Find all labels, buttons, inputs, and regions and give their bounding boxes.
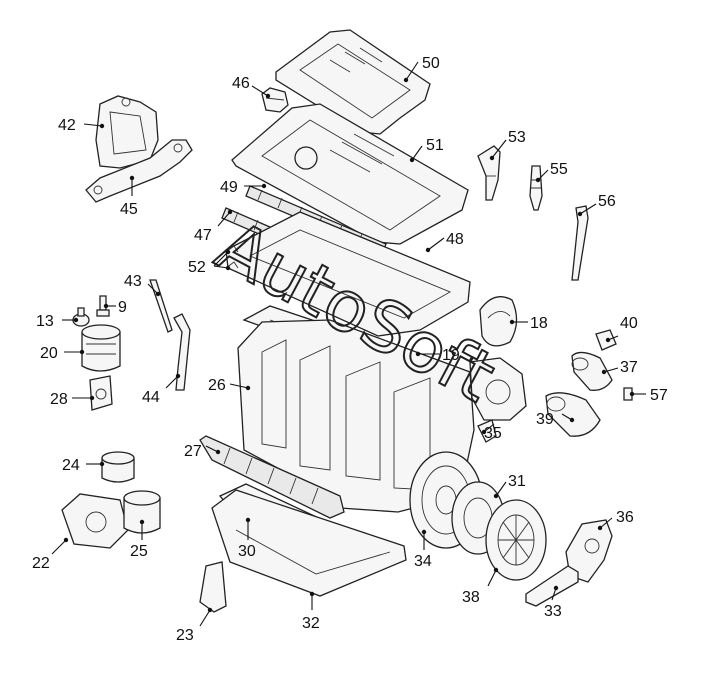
callout-27: 27 — [184, 443, 202, 460]
callout-47: 47 — [194, 227, 212, 244]
oil-sump — [211, 489, 407, 597]
callout-53: 53 — [508, 129, 526, 146]
callout-32: 32 — [302, 615, 320, 632]
cylinder-head — [225, 211, 471, 337]
bolt — [623, 387, 633, 401]
callout-35: 35 — [484, 425, 502, 442]
callout-23: 23 — [176, 627, 194, 644]
callout-38: 38 — [462, 589, 480, 606]
callout-18: 18 — [530, 315, 548, 332]
sump-bracket — [199, 561, 227, 613]
coolant-pipe — [173, 313, 191, 391]
oil-pump — [61, 493, 129, 549]
callout-42: 42 — [58, 117, 76, 134]
callout-43: 43 — [124, 273, 142, 290]
sensor-plug — [72, 307, 90, 327]
filter-gasket — [89, 375, 113, 411]
starter-solenoid — [571, 351, 613, 391]
spark-plug — [529, 165, 543, 211]
callout-13: 13 — [36, 313, 54, 330]
callout-22: 22 — [32, 555, 50, 572]
callout-51: 51 — [426, 137, 444, 154]
callout-45: 45 — [120, 201, 138, 218]
callout-56: 56 — [598, 193, 616, 210]
oil-filter-housing — [81, 324, 121, 372]
callout-57: 57 — [650, 387, 668, 404]
callout-34: 34 — [414, 553, 432, 570]
callout-19: 19 — [442, 347, 460, 364]
callout-39: 39 — [536, 411, 554, 428]
callout-numbers: 50 46 42 51 53 55 45 49 56 47 48 52 43 9… — [32, 55, 668, 644]
callout-leaders — [51, 61, 646, 627]
callout-48: 48 — [446, 231, 464, 248]
callout-20: 20 — [40, 345, 58, 362]
crankshaft — [199, 435, 345, 519]
callout-9: 9 — [118, 299, 127, 316]
starter-motor — [545, 392, 601, 437]
timing-cover — [479, 296, 518, 347]
part-drawings — [61, 29, 633, 613]
callout-24: 24 — [62, 457, 80, 474]
callout-49: 49 — [220, 179, 238, 196]
oil-pump-drive — [123, 490, 161, 534]
callout-25: 25 — [130, 543, 148, 560]
oil-filter-cartridge — [101, 451, 135, 483]
callout-44: 44 — [142, 389, 160, 406]
callout-26: 26 — [208, 377, 226, 394]
callout-50: 50 — [422, 55, 440, 72]
callout-37: 37 — [620, 359, 638, 376]
callout-55: 55 — [550, 161, 568, 178]
pressure-plate — [485, 499, 547, 581]
ignition-coil — [477, 145, 501, 201]
callout-52: 52 — [188, 259, 206, 276]
callout-30: 30 — [238, 543, 256, 560]
callout-33: 33 — [544, 603, 562, 620]
mount-bracket — [525, 565, 579, 607]
oil-dipstick — [149, 279, 173, 333]
callout-28: 28 — [50, 391, 68, 408]
valve-cover — [231, 103, 469, 245]
callout-46: 46 — [232, 75, 250, 92]
callout-40: 40 — [620, 315, 638, 332]
callout-31: 31 — [508, 473, 526, 490]
dipstick-tube — [571, 205, 589, 281]
oil-filler-cap — [261, 87, 289, 113]
callout-36: 36 — [616, 509, 634, 526]
engine-mount — [95, 95, 159, 169]
support-bracket — [85, 139, 193, 203]
